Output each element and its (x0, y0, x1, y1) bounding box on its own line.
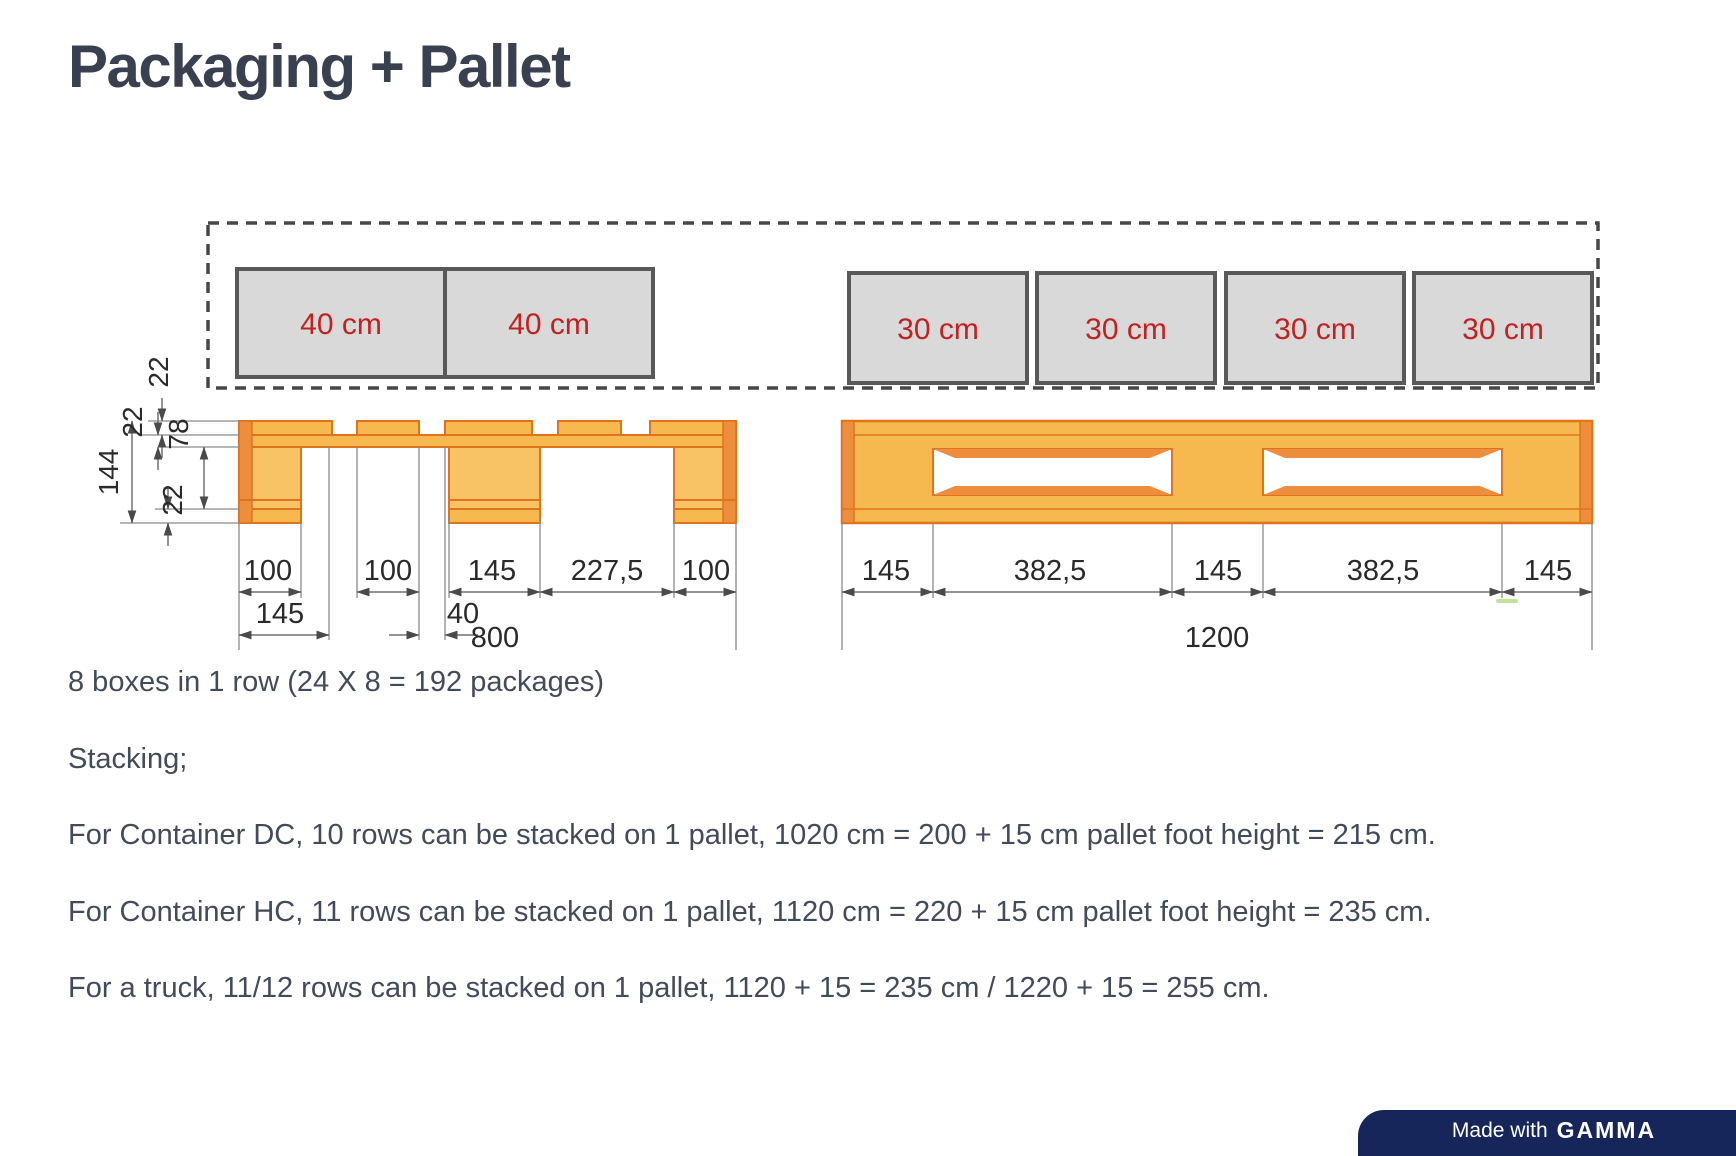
stray-green-mark (1496, 599, 1518, 603)
svg-text:382,5: 382,5 (1014, 555, 1087, 587)
dimensions-left-vertical: 144 22 22 78 22 (93, 356, 239, 546)
box-30cm-2-label: 30 cm (1085, 313, 1167, 346)
svg-text:1200: 1200 (1185, 622, 1250, 650)
pallet-right-drawing (840, 419, 1594, 525)
svg-text:22: 22 (157, 484, 188, 515)
note-container-dc: For Container DC, 10 rows can be stacked… (68, 819, 1436, 851)
box-30cm-4 (1412, 271, 1594, 385)
svg-text:145: 145 (468, 555, 516, 587)
svg-text:145: 145 (256, 598, 304, 630)
box-40cm-1 (235, 267, 447, 379)
svg-text:227,5: 227,5 (571, 555, 644, 587)
svg-text:800: 800 (471, 622, 519, 650)
svg-text:145: 145 (1524, 555, 1572, 587)
boxes-30cm: 30 cm 30 cm 30 cm 30 cm (847, 271, 1594, 385)
svg-text:144: 144 (93, 449, 124, 496)
box-30cm-3-label: 30 cm (1274, 313, 1356, 346)
boxes-40cm: 40 cm 40 cm (235, 267, 655, 379)
box-30cm-1 (847, 271, 1029, 385)
svg-text:145: 145 (862, 555, 910, 587)
svg-text:100: 100 (244, 555, 292, 587)
box-30cm-1-label: 30 cm (897, 313, 979, 346)
gamma-logo: GAMMA (1556, 1117, 1657, 1143)
pallet-diagram-svg: 40 cm 40 cm 30 cm 30 cm 30 cm 30 cm (93, 221, 1600, 662)
svg-text:40: 40 (447, 598, 479, 630)
svg-text:100: 100 (682, 555, 730, 587)
box-40cm-2 (443, 267, 655, 379)
svg-text:145: 145 (1194, 555, 1242, 587)
packaging-row-dashed-outline (206, 221, 1600, 390)
note-boxes-per-row: 8 boxes in 1 row (24 X 8 = 192 packages) (68, 666, 605, 698)
svg-text:382,5: 382,5 (1347, 555, 1420, 587)
made-with-label: Made with (1451, 1119, 1548, 1142)
dimensions-right-pallet: 145 382,5 145 382,5 145 1200 (841, 523, 1593, 662)
note-truck: For a truck, 11/12 rows can be stacked o… (68, 972, 1270, 1004)
box-40cm-2-label: 40 cm (508, 308, 590, 341)
note-stacking-heading: Stacking; (68, 743, 188, 775)
pallet-left-drawing (238, 420, 737, 524)
box-30cm-3 (1224, 271, 1406, 385)
note-container-hc: For Container HC, 11 rows can be stacked… (68, 896, 1432, 928)
svg-text:22: 22 (143, 356, 174, 387)
svg-text:100: 100 (364, 555, 412, 587)
svg-text:78: 78 (163, 418, 194, 449)
made-with-badge[interactable]: Made with GAMMA (1358, 1110, 1736, 1156)
box-30cm-2 (1035, 271, 1217, 385)
box-30cm-4-label: 30 cm (1462, 313, 1544, 346)
pallet-diagram: 40 cm 40 cm 30 cm 30 cm 30 cm 30 cm (0, 170, 1736, 662)
page-title: Packaging + Pallet (68, 33, 571, 100)
box-40cm-1-label: 40 cm (300, 308, 382, 341)
svg-text:22: 22 (117, 406, 148, 437)
